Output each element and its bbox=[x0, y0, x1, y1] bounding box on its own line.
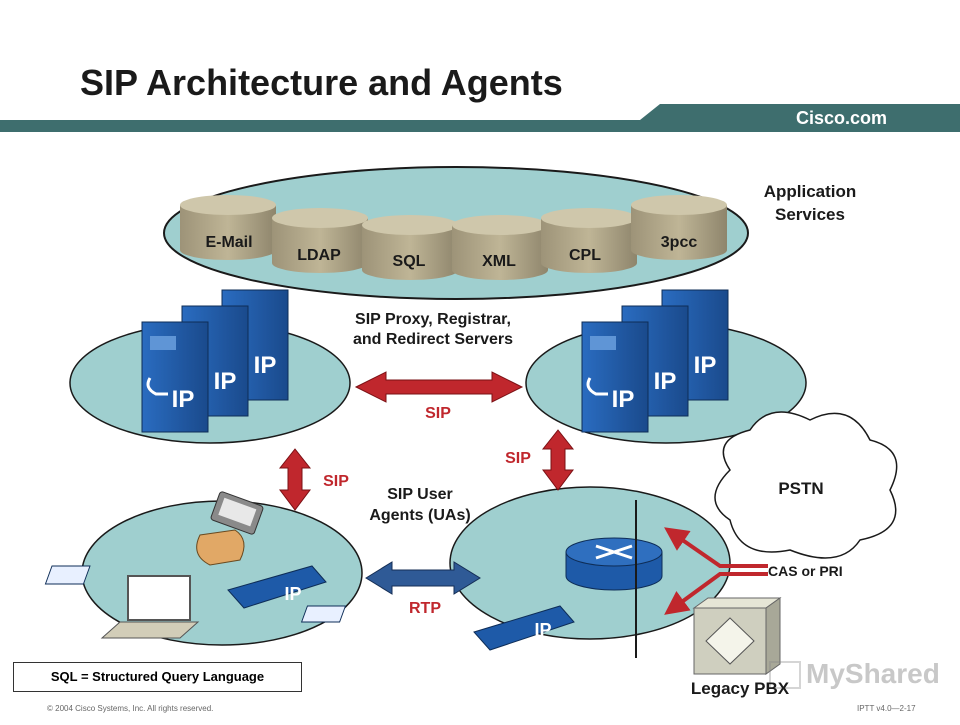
sip-left-label: SIP bbox=[323, 473, 349, 490]
watermark-text: MyShared bbox=[806, 658, 940, 689]
legacy-pbx-label: Legacy PBX bbox=[690, 679, 790, 698]
sip-right-label: SIP bbox=[505, 450, 531, 467]
pstn-label: PSTN bbox=[778, 479, 824, 498]
sip-left-vertical-arrow bbox=[278, 448, 312, 511]
ua-label-line-2: Agents (UAs) bbox=[369, 507, 471, 524]
right-server-badge-mid: IP bbox=[653, 368, 677, 395]
database-cpl bbox=[541, 208, 637, 273]
db-label-sql: SQL bbox=[392, 253, 426, 270]
sip-horizontal-label: SIP bbox=[425, 405, 451, 422]
router bbox=[565, 537, 663, 591]
laptop bbox=[100, 575, 200, 639]
application-services-line-1: Application bbox=[763, 182, 857, 201]
right-sip-server-stack bbox=[581, 289, 729, 433]
legacy-pbx bbox=[692, 597, 782, 675]
rtp-label: RTP bbox=[409, 600, 441, 617]
db-label-cpl: CPL bbox=[569, 247, 601, 264]
rtp-arrow bbox=[365, 561, 481, 595]
ua-label-line-1: SIP User bbox=[387, 486, 453, 503]
database-email bbox=[180, 195, 276, 260]
database-ldap bbox=[272, 208, 368, 273]
page-title: SIP Architecture and Agents bbox=[80, 62, 563, 103]
course-code: IPTT v4.0—2-17 bbox=[857, 704, 916, 713]
proxy-servers-label: SIP Proxy, Registrar, and Redirect Serve… bbox=[313, 310, 553, 350]
sip-proxy-arrow bbox=[354, 371, 524, 403]
left-server-badge-back: IP bbox=[253, 352, 277, 379]
cas-pri-label: CAS or PRI bbox=[768, 563, 843, 579]
right-server-badge-back: IP bbox=[693, 352, 717, 379]
db-label-3pcc: 3pcc bbox=[660, 234, 698, 251]
gateway-links bbox=[635, 500, 768, 658]
right-server-badge-front: IP bbox=[611, 386, 635, 413]
pstn-cloud bbox=[714, 411, 898, 559]
user-agents-label: SIP User Agents (UAs) bbox=[350, 484, 490, 526]
left-ip-phone bbox=[44, 565, 327, 609]
application-services-line-2: Services bbox=[775, 205, 845, 224]
right-phone-badge: IP bbox=[534, 620, 552, 640]
left-server-badge-front: IP bbox=[171, 386, 195, 413]
application-services-label: Application Services bbox=[740, 180, 880, 226]
sip-right-vertical-arrow bbox=[541, 429, 575, 491]
left-server-badge-mid: IP bbox=[213, 368, 237, 395]
database-3pcc bbox=[631, 195, 727, 260]
db-label-email: E-Mail bbox=[205, 234, 253, 251]
sql-legend: SQL = Structured Query Language bbox=[13, 662, 302, 692]
pda-device bbox=[196, 491, 264, 566]
database-xml bbox=[452, 215, 548, 280]
left-phone-badge: IP bbox=[284, 584, 302, 604]
proxy-label-line-2: and Redirect Servers bbox=[352, 331, 514, 348]
right-ip-phone bbox=[300, 605, 575, 651]
watermark-logo bbox=[769, 661, 801, 689]
proxy-label-line-1: SIP Proxy, Registrar, bbox=[355, 311, 511, 328]
database-sql bbox=[362, 215, 458, 280]
left-sip-server-stack bbox=[141, 289, 289, 433]
brand-logo-text: Cisco.com bbox=[796, 108, 888, 128]
header-bar bbox=[0, 104, 960, 132]
db-label-xml: XML bbox=[482, 253, 516, 270]
db-label-ldap: LDAP bbox=[297, 247, 341, 264]
copyright: © 2004 Cisco Systems, Inc. All rights re… bbox=[47, 704, 214, 713]
